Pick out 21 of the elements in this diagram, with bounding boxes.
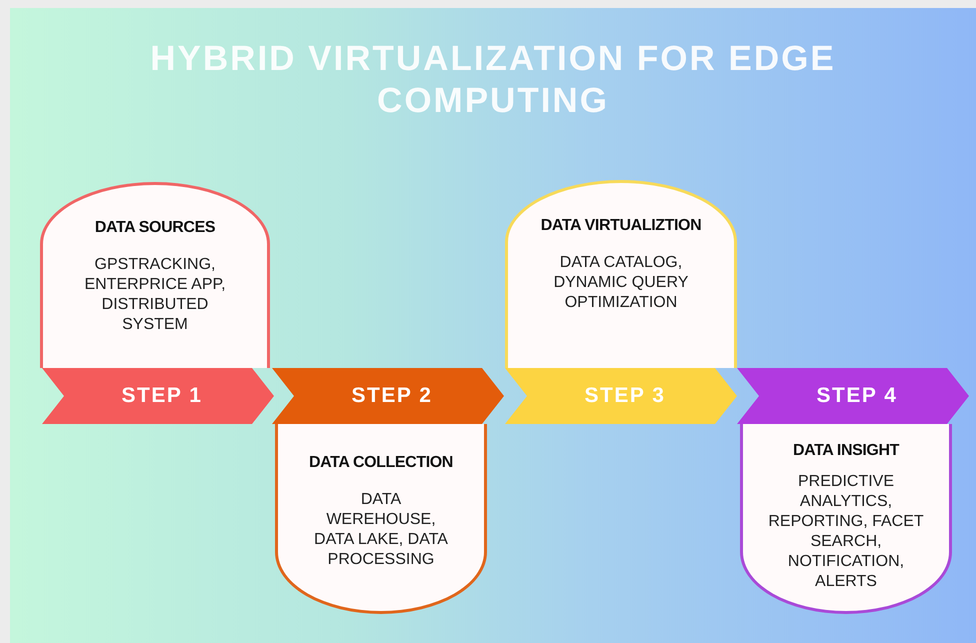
step-card bbox=[740, 424, 952, 614]
card-heading: DATA VIRTUALIZTION bbox=[540, 217, 702, 235]
step-banner bbox=[42, 368, 274, 424]
step-banner bbox=[505, 368, 737, 424]
step-label: STEP 2 bbox=[352, 384, 432, 408]
card-text: DATA CATALOG, DYNAMIC QUERY OPTIMIZATION bbox=[552, 253, 690, 313]
card-heading: DATA SOURCES bbox=[94, 219, 216, 237]
step-label: STEP 3 bbox=[584, 384, 666, 408]
card-text: DATA WEREHOUSE, DATA LAKE, DATA PROCESSING bbox=[313, 490, 449, 570]
card-heading: DATA COLLECTION bbox=[309, 454, 453, 472]
card-heading: DATA INSIGHT bbox=[792, 442, 899, 460]
step-banner bbox=[737, 368, 969, 424]
step-label: STEP 1 bbox=[122, 384, 202, 408]
step-banner bbox=[272, 368, 504, 424]
card-text: GPSTRACKING, ENTERPRICE APP, DISTRIBUTED SYSTEM bbox=[83, 255, 227, 335]
step-card bbox=[505, 180, 737, 368]
card-text: PREDICTIVE ANALYTICS, REPORTING, FACET SEARCH, NOTIFICATION, ALERTS bbox=[767, 472, 925, 592]
step-label: STEP 4 bbox=[816, 384, 898, 408]
step-card bbox=[40, 182, 270, 368]
title: HYBRID VIRTUALIZATION FOR EDGE COMPUTING bbox=[149, 38, 837, 122]
step-card bbox=[275, 424, 487, 614]
